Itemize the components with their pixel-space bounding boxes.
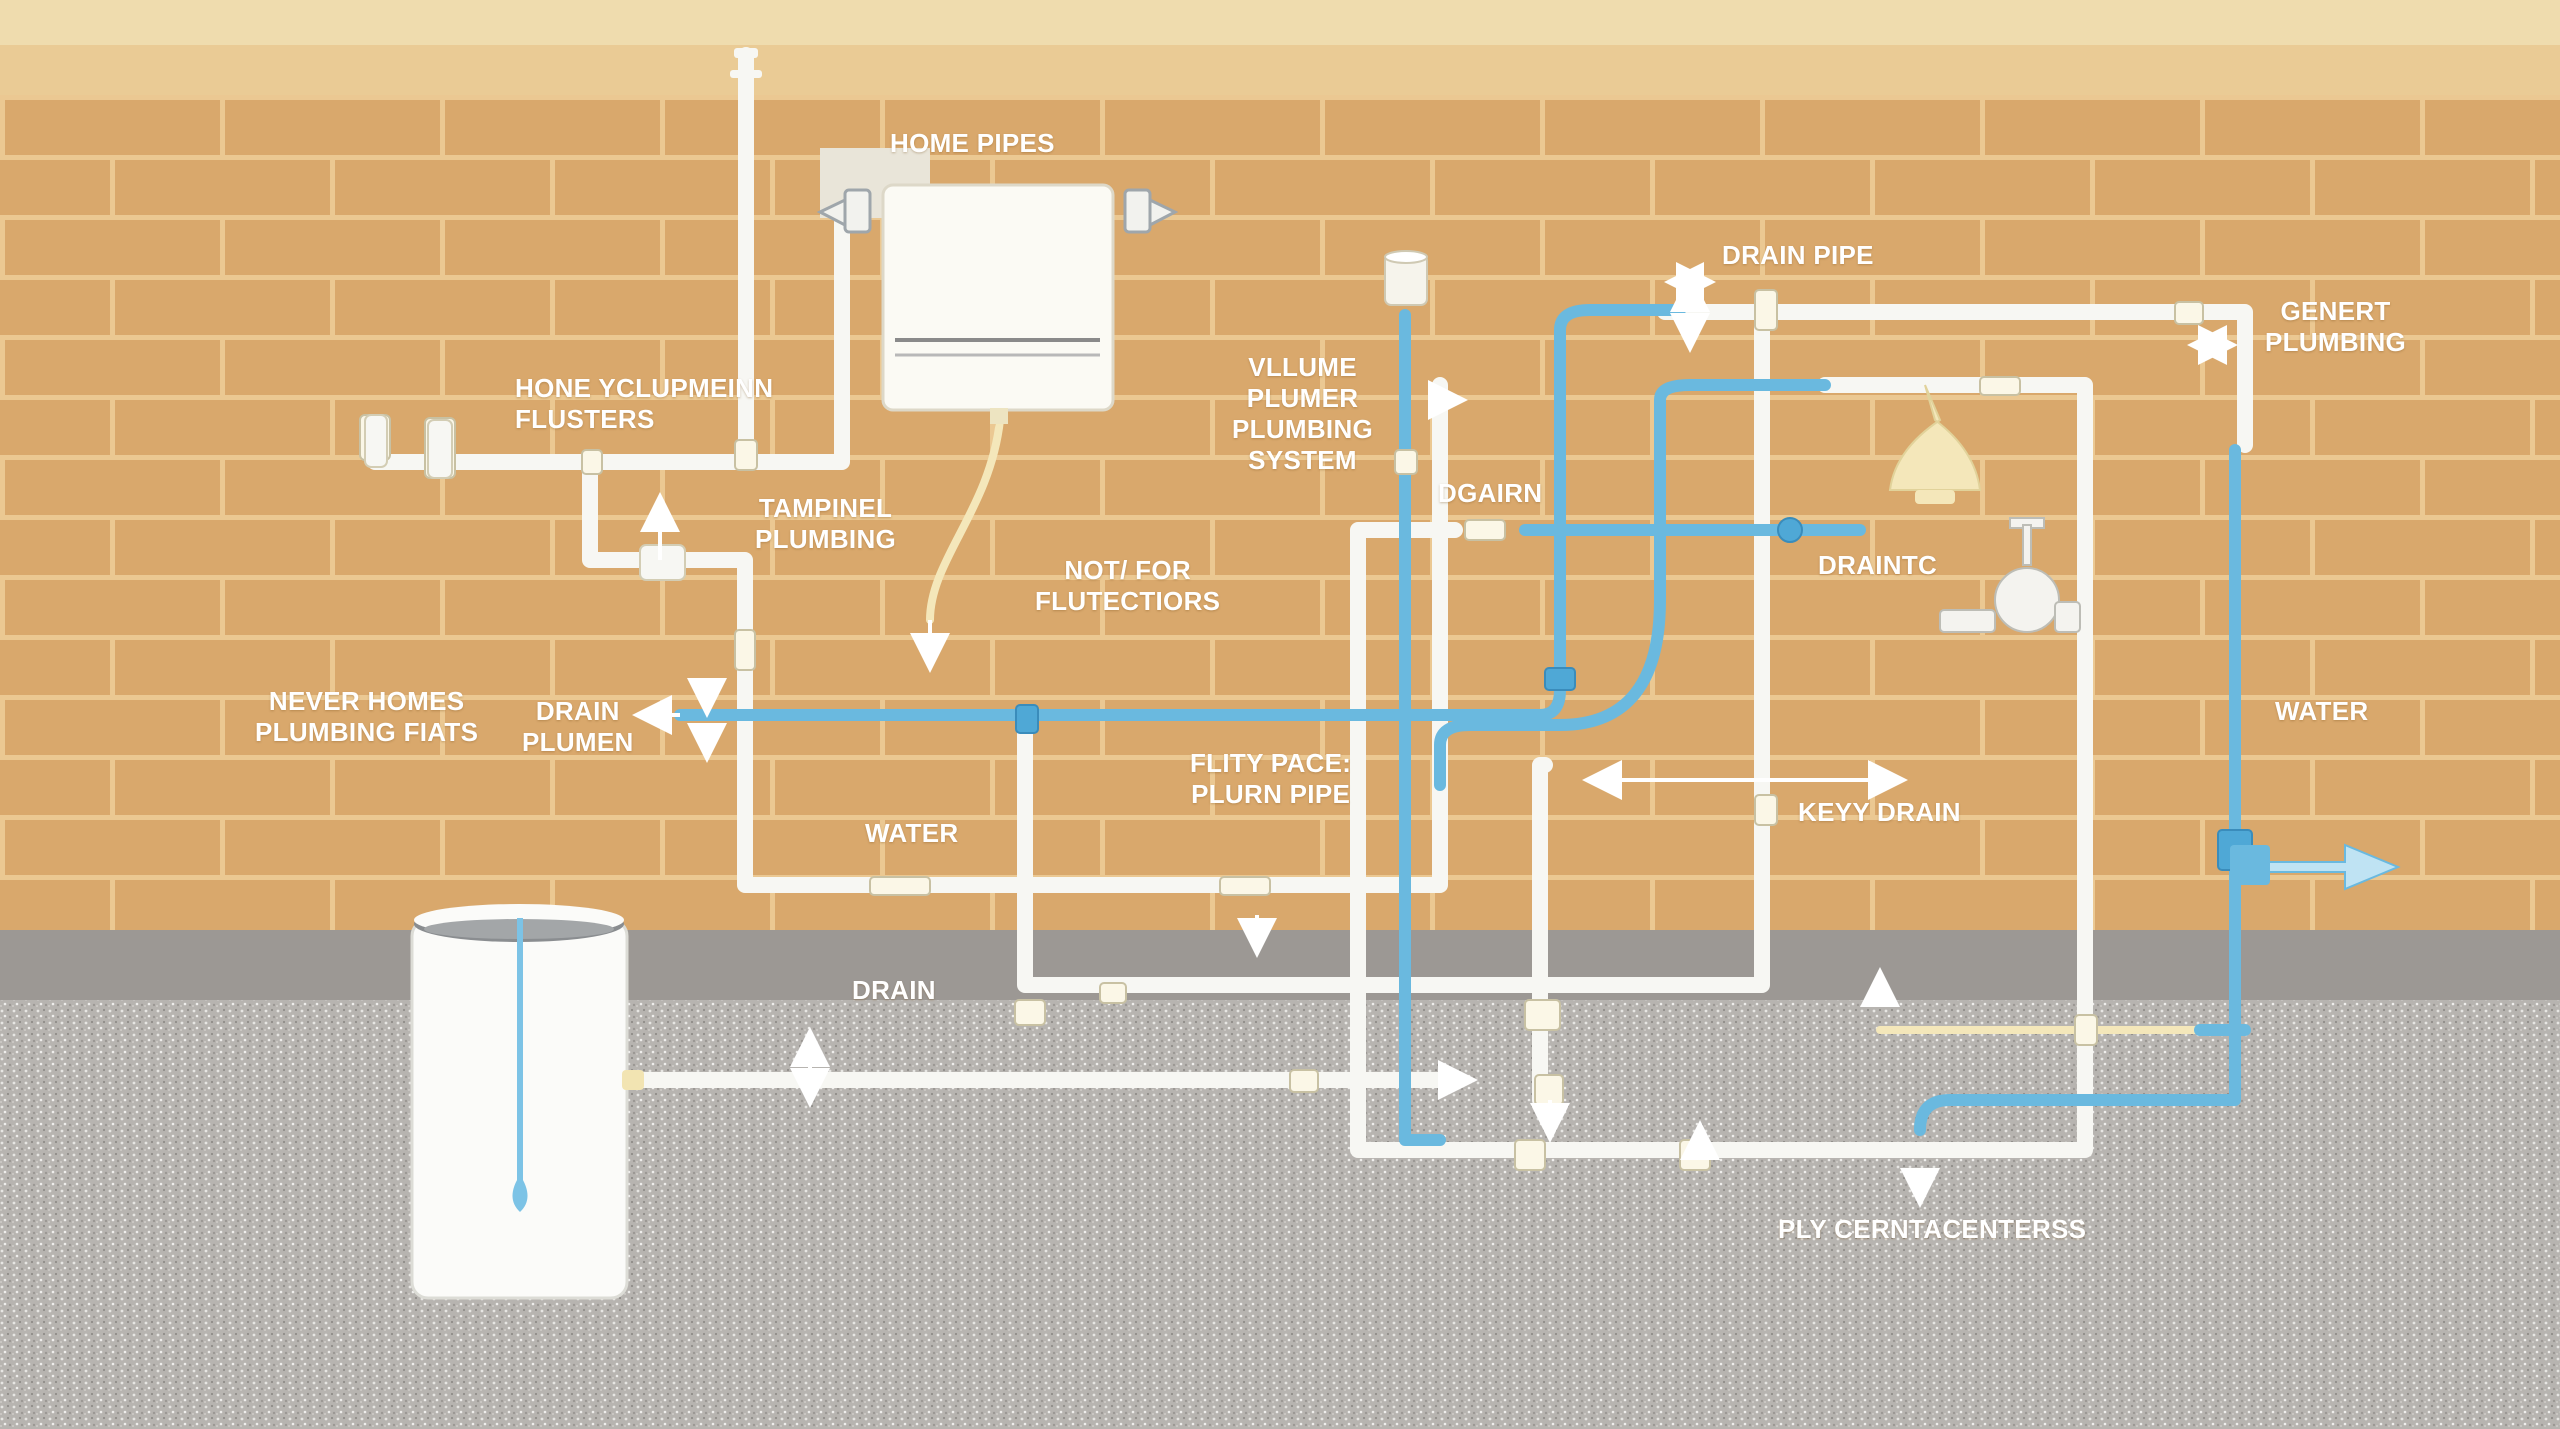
- label-ply-centers: PLY CERNTACENTERSS: [1778, 1214, 2087, 1244]
- left-faucet: [364, 414, 686, 581]
- coupling: [1015, 704, 1039, 734]
- label-hone-yclupmeinn: HONE YCLUPMEINN FLUSTERS: [515, 373, 773, 435]
- label-line: NEVER HOMES: [268, 686, 465, 716]
- fitting: [869, 876, 931, 896]
- fitting: [2174, 301, 2204, 325]
- heater-side-valves: [816, 188, 1179, 234]
- label-vllume-plumer: VLLUME PLUMER PLUMBING SYSTEM: [1232, 352, 1373, 476]
- drop-left-pipe: [582, 377, 1448, 893]
- label-line: SYSTEM: [1248, 445, 1357, 475]
- fitting: [1464, 519, 1506, 541]
- label-line: NOT/ FOR: [1064, 555, 1191, 585]
- blue-vertical-riser: [1399, 309, 1446, 1146]
- vent-cap: [730, 48, 762, 78]
- label-line: FLITY PACE:: [1190, 748, 1352, 778]
- upper-band: [0, 45, 2560, 95]
- cream-pipes: [926, 416, 2204, 1034]
- label-line: PLUMBING: [755, 524, 897, 554]
- supply-header-pipe: [367, 197, 850, 470]
- fitting: [1099, 982, 1127, 1004]
- label-home-pipes: HOME PIPES: [890, 128, 1055, 158]
- blue-pipes: [674, 304, 2251, 1146]
- label-line: FLUSTERS: [515, 404, 655, 434]
- fitting: [1289, 1069, 1319, 1093]
- fitting: [1014, 999, 1046, 1026]
- label-line: VLLUME: [1248, 352, 1357, 382]
- right-white-loop: [1350, 377, 2093, 1158]
- label-line: TAMPINEL: [758, 493, 893, 523]
- fitting: [1979, 376, 2021, 396]
- brick-wall: [0, 95, 2560, 930]
- label-line: PLUMER: [1246, 383, 1359, 413]
- label-not-for-flutectors: NOT/ FOR FLUTECTIORS: [1035, 555, 1220, 617]
- fitting: [1754, 794, 1778, 826]
- white-pipes: [367, 47, 2253, 1158]
- label-water-right: WATER: [2275, 696, 2369, 726]
- fitting: [1754, 289, 1778, 331]
- label-keyy-drain: KEYY DRAIN: [1798, 797, 1961, 827]
- label-flity-pace: FLITY PACE: PLURN PIPE: [1190, 748, 1351, 810]
- blue-return-pipe: [1914, 444, 2241, 1136]
- fitting: [1514, 1139, 1546, 1171]
- fitting: [2074, 1014, 2098, 1046]
- heater-flex-pipe: [926, 416, 1004, 624]
- water-softener-tank: [410, 904, 644, 1300]
- label-line: HONE YCLUPMEINN: [515, 373, 774, 403]
- label-line: PLUMBING: [2265, 327, 2407, 357]
- label-dgairn: DGAIRN: [1438, 478, 1543, 508]
- label-drain-bottom: DRAIN: [852, 975, 936, 1005]
- fitting: [581, 449, 603, 475]
- label-line: DRAIN: [535, 696, 620, 726]
- fitting: [1679, 1139, 1711, 1171]
- label-drain-plumen: DRAIN PLUMEN: [522, 696, 634, 758]
- label-line: PLUMBING: [1232, 414, 1374, 444]
- label-line: PLURN PIPE: [1191, 779, 1351, 809]
- gate-valve: [1939, 517, 2081, 633]
- label-water-left: WATER: [865, 818, 959, 848]
- flow-arrows: [632, 262, 2238, 1208]
- label-line: FLUTECTIORS: [1035, 586, 1221, 616]
- label-tampinel-plumbing: TAMPINEL PLUMBING: [755, 493, 896, 555]
- fitting: [1219, 876, 1271, 896]
- label-genert-plumbing: GENERT PLUMBING: [2265, 296, 2406, 358]
- blue-curve-upper: [1434, 379, 1831, 791]
- label-draintc: DRAINTC: [1818, 550, 1938, 580]
- upper-white-pipe: [1657, 304, 2253, 453]
- label-line: PLUMEN: [522, 727, 634, 757]
- label-line: PLUMBING FIATS: [255, 717, 479, 747]
- low-drain-pipe: [1532, 757, 1553, 1108]
- fitting: [734, 439, 758, 471]
- coupling: [1777, 517, 1803, 543]
- water-heater-box: [820, 148, 1115, 424]
- label-never-homes: NEVER HOMES PLUMBING FIATS: [255, 686, 478, 748]
- gravel-floor: [0, 1000, 2560, 1429]
- coupling: [1544, 667, 1576, 691]
- label-line: GENERT: [2280, 296, 2391, 326]
- stack-top: [1384, 250, 1428, 306]
- mid-white-pipe: [1017, 297, 1770, 993]
- label-drain-pipe: DRAIN PIPE: [1722, 240, 1874, 270]
- fitting: [1524, 999, 1561, 1031]
- main-blue-line: [674, 304, 1686, 721]
- fitting: [1394, 449, 1418, 475]
- outlet-arrow: [2230, 843, 2401, 891]
- pressure-bell: [1888, 384, 1982, 504]
- fitting: [734, 629, 756, 671]
